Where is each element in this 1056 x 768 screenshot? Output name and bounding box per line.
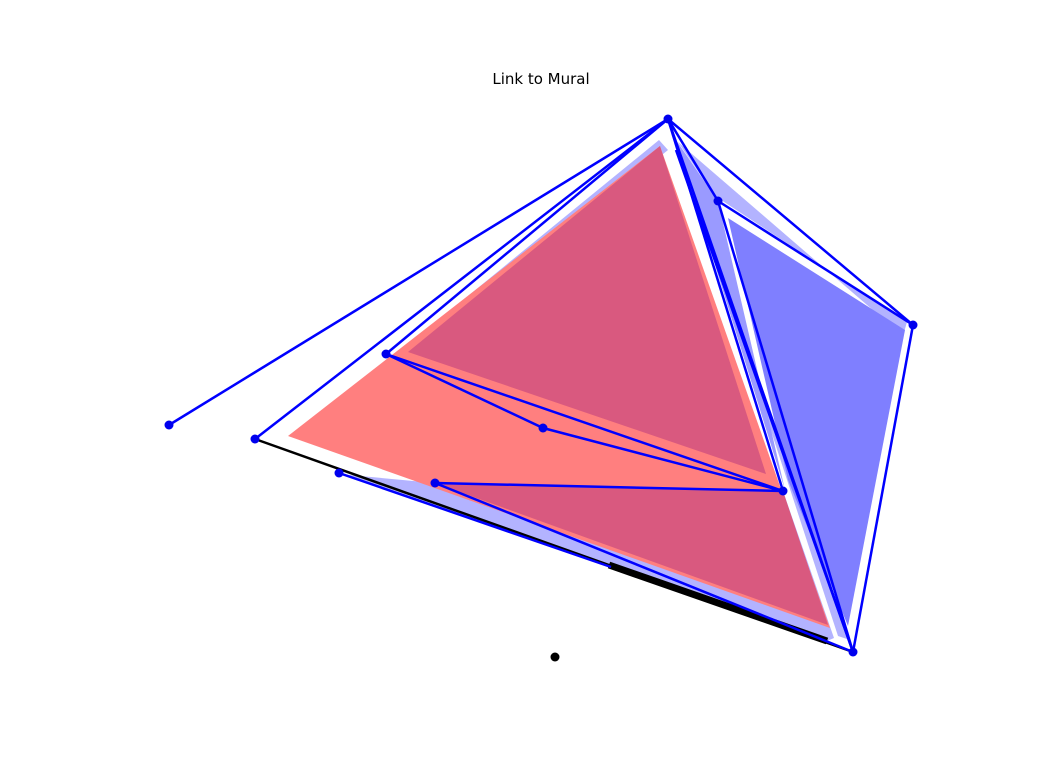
edge-inner-right-bottom [716,200,855,653]
vertex-apex [663,114,673,124]
vertex-inner-left [381,349,391,359]
vertex-inner-right [713,196,723,206]
overlap-upper-triangle [408,146,766,474]
edge-apex-inner-right [666,118,720,202]
vertex-far-left [164,420,174,430]
vertex-center [538,423,548,433]
vertex-mid [778,486,788,496]
edge-inner-left-center [385,352,544,430]
light-blue-right-band [678,142,907,336]
edge-lower-mid [434,481,784,493]
edge-inner-right-right [717,199,914,327]
edge-apex-inner-left [385,118,669,355]
edge-apex-far-left [168,117,669,427]
edge-apex-left [254,118,669,440]
edge-left-stub-bottom [338,471,612,569]
edge-lower-bottom [434,481,854,654]
blue-quadrilateral [728,218,905,626]
edge-apex-bottom-b [674,149,855,653]
edge-apex-right [667,118,914,326]
vertex-left-stub [334,468,344,478]
vertex-bottom [848,647,858,657]
vertex-left [250,434,260,444]
vertex-lower [430,478,440,488]
edge-right-bottom [851,324,915,653]
overlap-lower-triangle [435,483,828,625]
edge-center-mid [542,426,784,493]
graph-vertices [164,114,918,657]
edge-inner-left-mid [385,352,784,493]
isolated-black-point [550,652,560,662]
base-edge-thick [607,561,829,645]
figure-title: Link to Mural [492,70,589,88]
graph-edges [168,117,915,654]
vertex-right [908,320,918,330]
